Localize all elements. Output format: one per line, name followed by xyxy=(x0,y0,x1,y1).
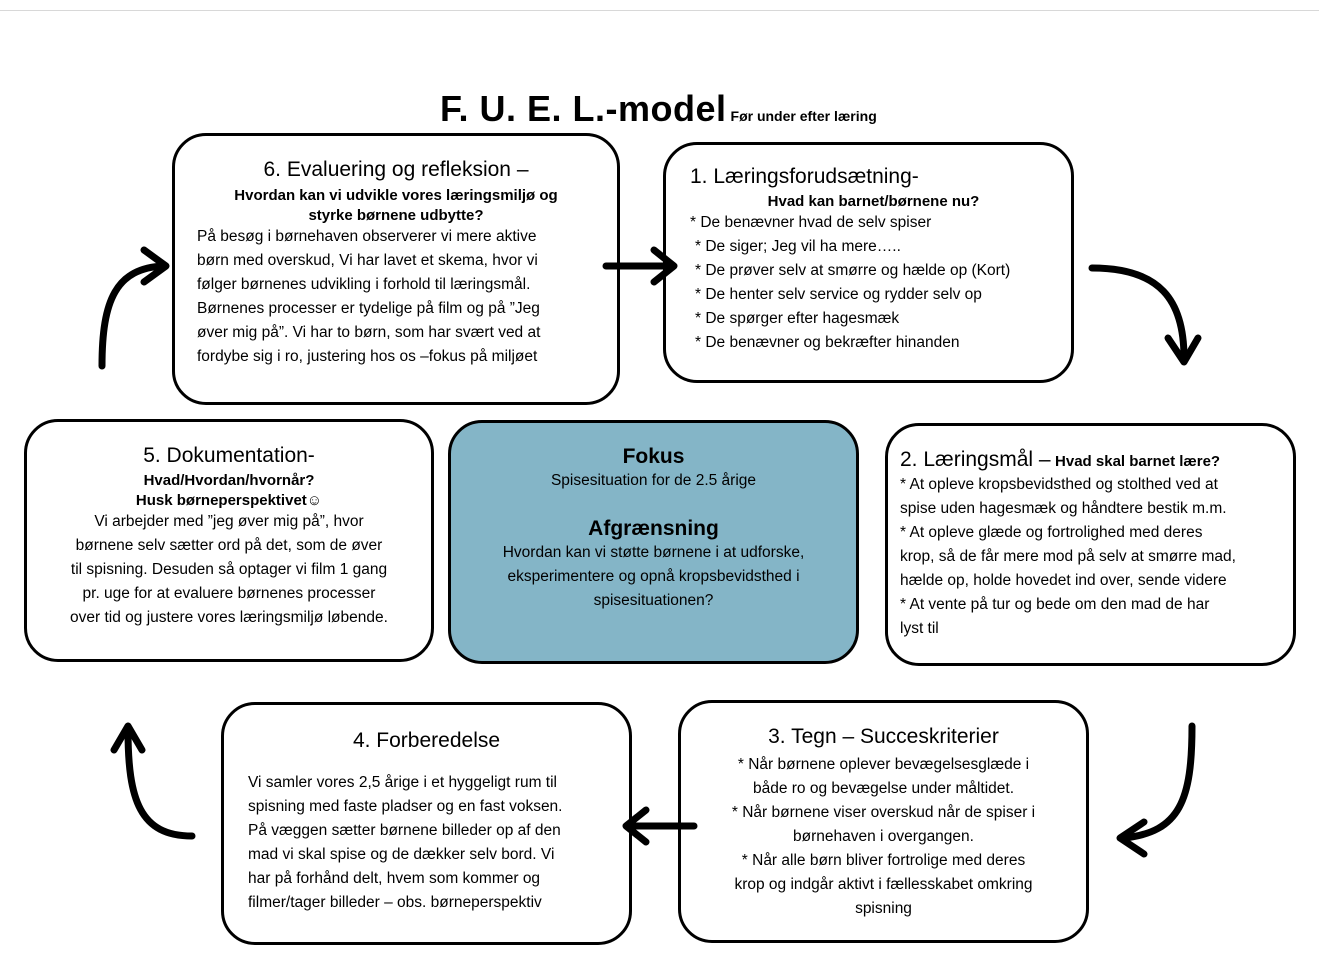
box-prerequisites-line: * De henter selv service og rydder selv … xyxy=(695,286,982,303)
box-learning-goals-line: lyst til xyxy=(900,620,939,637)
box-documentation-question-1: Hvad/Hvordan/hvornår? xyxy=(143,472,315,489)
box-learning-goals: 2. Læringsmål – Hvad skal barnet lære? *… xyxy=(885,423,1296,666)
top-divider xyxy=(0,10,1319,11)
box-preparation-line: På væggen sætter børnene billeder op af … xyxy=(248,822,561,839)
box-learning-goals-line: spise uden hagesmæk og håndtere bestik m… xyxy=(900,500,1227,517)
title-sub: Før under efter læring xyxy=(730,108,877,124)
box-prerequisites-heading: 1. Læringsforudsætning- xyxy=(690,165,919,188)
box-evaluation-question-1: Hvordan kan vi udvikle vores læringsmilj… xyxy=(234,187,558,204)
box-documentation-line: over tid og justere vores læringsmiljø l… xyxy=(70,609,388,626)
box-learning-goals-line: krop, så de får mere mod på selv at smør… xyxy=(900,548,1236,565)
focus-heading: Fokus xyxy=(622,445,685,468)
box-prerequisites-line: * De siger; Jeg vil ha mere….. xyxy=(695,238,901,255)
box-documentation: 5. Dokumentation- Hvad/Hvordan/hvornår? … xyxy=(24,419,434,662)
box-documentation-question-2: Husk børneperspektivet☺ xyxy=(135,492,323,509)
box-prerequisites: 1. Læringsforudsætning- Hvad kan barnet/… xyxy=(663,142,1074,383)
focus-line: eksperimentere og opnå kropsbevidsthed i xyxy=(507,568,800,585)
box-learning-goals-heading: 2. Læringsmål – xyxy=(900,448,1051,471)
box-learning-goals-line: * At opleve kropsbevidsthed og stolthed … xyxy=(900,476,1218,493)
box-preparation-heading: 4. Forberedelse xyxy=(352,729,501,752)
box-success-criteria-line: * Når alle børn bliver fortrolige med de… xyxy=(741,852,1026,869)
box-documentation-line: pr. uge for at evaluere børnenes process… xyxy=(82,585,376,602)
box-success-criteria-line: børnehaven i overgangen. xyxy=(793,828,974,845)
box-success-criteria-line: * Når børnene viser overskud når de spis… xyxy=(731,804,1036,821)
box-evaluation-heading: 6. Evaluering og refleksion – xyxy=(263,158,529,181)
box-evaluation: 6. Evaluering og refleksion – Hvordan ka… xyxy=(172,133,620,405)
box-evaluation-line: følger børnenes udvikling i forhold til … xyxy=(197,276,531,293)
box-success-criteria-line: krop og indgår aktivt i fællesskabet omk… xyxy=(734,876,1033,893)
box-focus: Fokus Spisesituation for de 2.5 årige Af… xyxy=(448,420,859,664)
box-evaluation-line: børn med overskud, Vi har lavet et skema… xyxy=(197,252,538,269)
box-prerequisites-question: Hvad kan barnet/børnene nu? xyxy=(767,193,980,210)
box-evaluation-line: På besøg i børnehaven observerer vi mere… xyxy=(197,228,537,245)
box-prerequisites-line: * De benævner hvad de selv spiser xyxy=(690,214,932,231)
box-learning-goals-line: * At vente på tur og bede om den mad de … xyxy=(900,596,1210,613)
arrow-5-to-6 xyxy=(98,246,170,370)
arrow-6-to-1 xyxy=(602,246,678,286)
title-main: F. U. E. L.-model xyxy=(440,88,727,129)
box-prerequisites-line: * De benævner og bekræfter hinanden xyxy=(695,334,960,351)
box-success-criteria-line: * Når børnene oplever bevægelsesglæde i xyxy=(737,756,1030,773)
box-documentation-line: børnene selv sætter ord på det, som de ø… xyxy=(75,537,383,554)
focus-line: spisesituationen? xyxy=(593,592,714,609)
box-prerequisites-line: * De prøver selv at smørre og hælde op (… xyxy=(695,262,1011,279)
box-success-criteria: 3. Tegn – Succeskriterier * Når børnene … xyxy=(678,700,1089,943)
box-learning-goals-line: hælde op, holde hovedet ind over, sende … xyxy=(900,572,1227,589)
focus-text: Spisesituation for de 2.5 årige xyxy=(550,472,757,489)
box-evaluation-line: Børnenes processer er tydelige på film o… xyxy=(197,300,540,317)
box-success-criteria-line: spisning xyxy=(855,900,912,917)
box-documentation-line: Vi arbejder med ”jeg øver mig på”, hvor xyxy=(94,513,364,530)
box-evaluation-line: øver mig på”. Vi har to børn, som har sv… xyxy=(197,324,541,341)
box-documentation-heading: 5. Dokumentation- xyxy=(143,444,315,467)
box-prerequisites-line: * De spørger efter hagesmæk xyxy=(695,310,900,327)
box-documentation-line: til spisning. Desuden så optager vi film… xyxy=(70,561,388,578)
box-evaluation-line: fordybe sig i ro, justering hos os –foku… xyxy=(197,348,538,365)
focus-line: Hvordan kan vi støtte børnene i at udfor… xyxy=(502,544,805,561)
box-success-criteria-line: både ro og bevægelse under måltidet. xyxy=(752,780,1015,797)
box-preparation-line: har på forhånd delt, hvem som kommer og xyxy=(248,870,541,887)
box-preparation-line: filmer/tager billeder – obs. børneperspe… xyxy=(248,894,542,911)
arrow-2-to-3 xyxy=(1116,722,1196,858)
box-preparation-line: mad vi skal spise og de dækker selv bord… xyxy=(248,846,555,863)
arrow-1-to-2 xyxy=(1088,264,1202,366)
box-learning-goals-line: * At opleve glæde og fortrolighed med de… xyxy=(900,524,1203,541)
box-preparation-line: Vi samler vores 2,5 årige i et hyggeligt… xyxy=(248,774,557,791)
box-success-criteria-heading: 3. Tegn – Succeskriterier xyxy=(768,725,999,748)
arrow-3-to-4 xyxy=(622,806,698,846)
focus-heading-2: Afgrænsning xyxy=(588,517,719,540)
box-evaluation-question-2: styrke børnene udbytte? xyxy=(308,207,484,224)
box-learning-goals-question: Hvad skal barnet lære? xyxy=(1055,453,1221,470)
box-preparation: 4. Forberedelse Vi samler vores 2,5 årig… xyxy=(221,702,632,945)
box-preparation-line: spisning med faste pladser og en fast vo… xyxy=(248,798,563,815)
arrow-4-to-5 xyxy=(110,722,196,840)
